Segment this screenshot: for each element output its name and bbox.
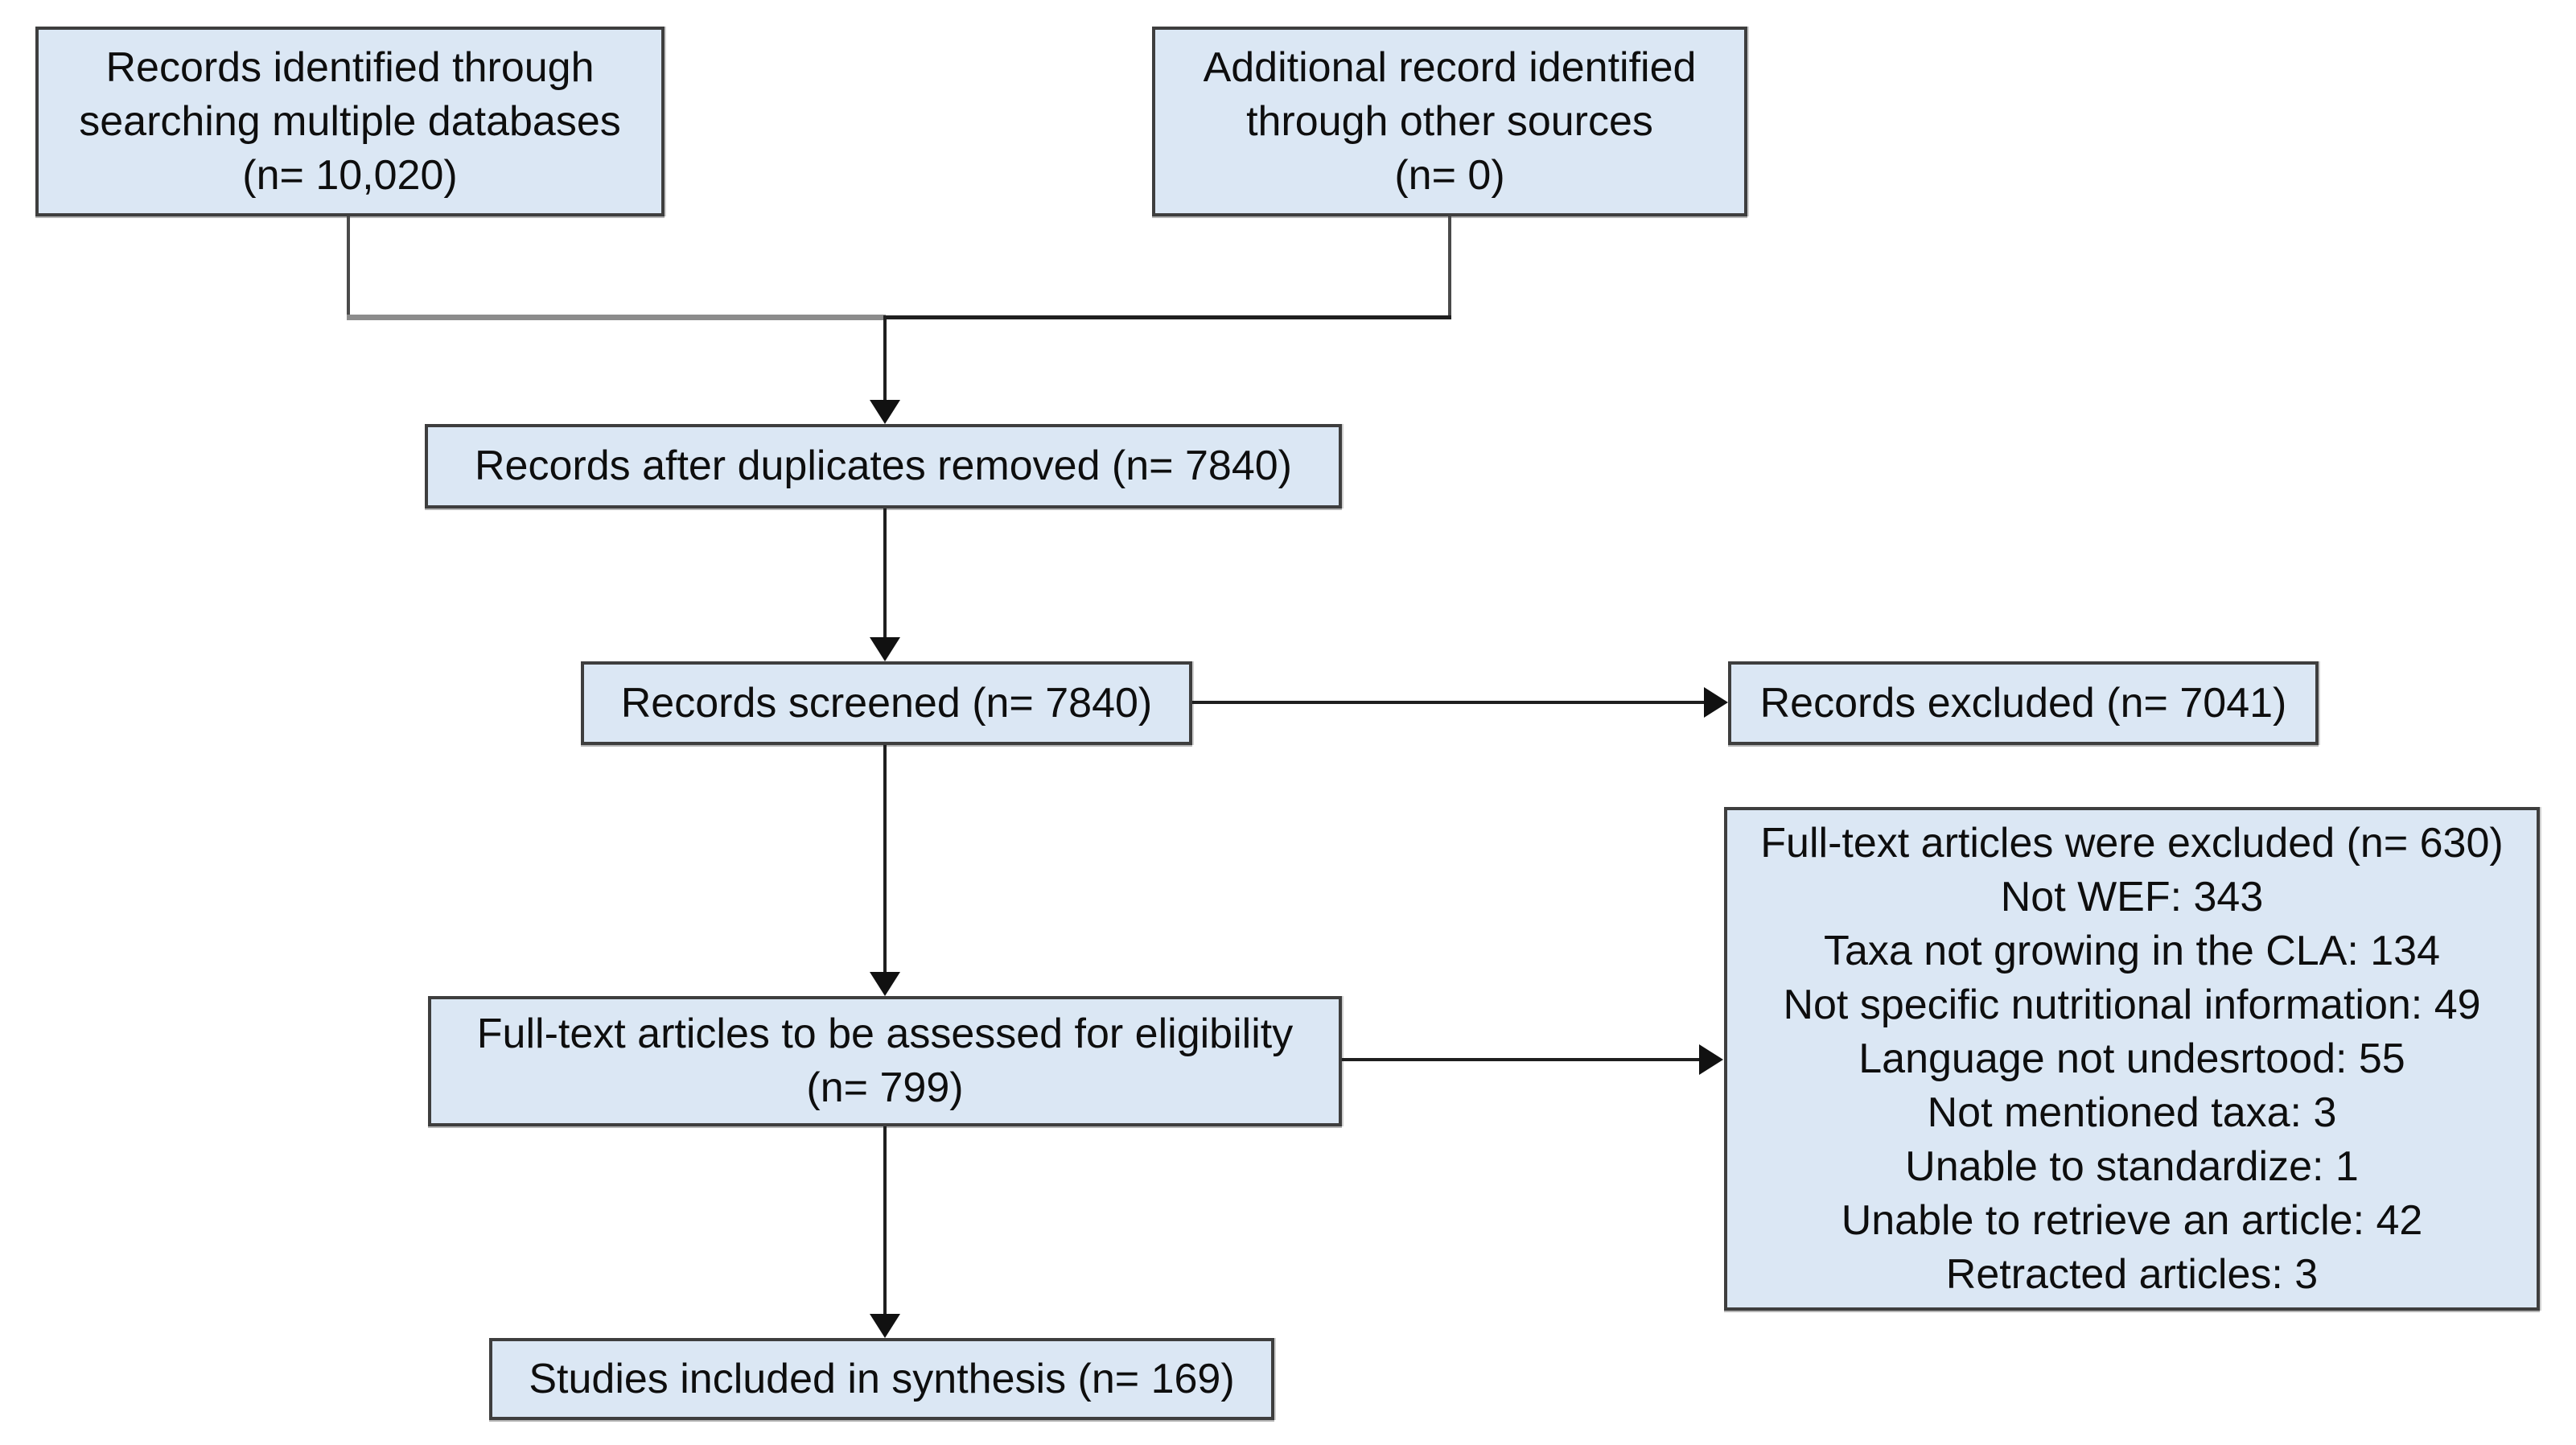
arrow-duplicates-to-screened-head-icon — [870, 637, 900, 661]
arrow-to-duplicates-head-icon — [870, 400, 900, 424]
arrow-screened-to-fulltext-head-icon — [870, 972, 900, 996]
exclusion-reason: Not specific nutritional information: 49 — [1783, 981, 2481, 1028]
box-fulltext-articles-excluded: Full-text articles were excluded (n= 630… — [1724, 807, 2540, 1311]
exclusion-reason: Retracted articles: 3 — [1945, 1250, 2319, 1298]
exclusion-reason: Language not undesrtood: 55 — [1858, 1035, 2405, 1082]
arrow-screened-to-excluded-line — [1192, 701, 1706, 704]
arrow-fulltext-to-excluded-line — [1342, 1058, 1701, 1061]
arrow-fulltext-to-included-head-icon — [870, 1314, 900, 1338]
box-studies-included: Studies included in synthesis (n= 169) — [489, 1338, 1274, 1420]
exclusion-reason: Taxa not growing in the CLA: 134 — [1823, 927, 2441, 974]
box-records-after-duplicates-removed: Records after duplicates removed (n= 784… — [425, 424, 1342, 508]
exclusion-reason: Unable to retrieve an article: 42 — [1841, 1196, 2423, 1244]
connector-merge-horizontal-left — [347, 315, 886, 320]
arrow-to-duplicates-line — [883, 319, 887, 401]
box-records-identified-other-sources: Additional record identified through oth… — [1152, 27, 1747, 216]
exclusion-reason: Not WEF: 343 — [2000, 873, 2264, 920]
box-records-screened: Records screened (n= 7840) — [581, 661, 1192, 745]
box-fulltext-articles-assessed: Full-text articles to be assessed for el… — [428, 996, 1342, 1126]
arrow-duplicates-to-screened-line — [883, 508, 887, 638]
arrow-fulltext-to-included-line — [883, 1126, 887, 1315]
connector-databases-down-line — [347, 216, 350, 318]
connector-other-sources-down-line — [1448, 216, 1451, 318]
box-records-excluded: Records excluded (n= 7041) — [1728, 661, 2319, 745]
arrow-screened-to-fulltext-line — [883, 745, 887, 973]
exclusion-reason: Unable to standardize: 1 — [1905, 1142, 2359, 1190]
fulltext-excluded-title: Full-text articles were excluded (n= 630… — [1760, 819, 2504, 867]
arrow-screened-to-excluded-head-icon — [1704, 687, 1728, 718]
connector-merge-horizontal-right — [883, 315, 1451, 319]
arrow-fulltext-to-excluded-head-icon — [1699, 1044, 1723, 1075]
box-records-identified-databases: Records identified through searching mul… — [35, 27, 665, 216]
exclusion-reason: Not mentioned taxa: 3 — [1927, 1089, 2337, 1136]
